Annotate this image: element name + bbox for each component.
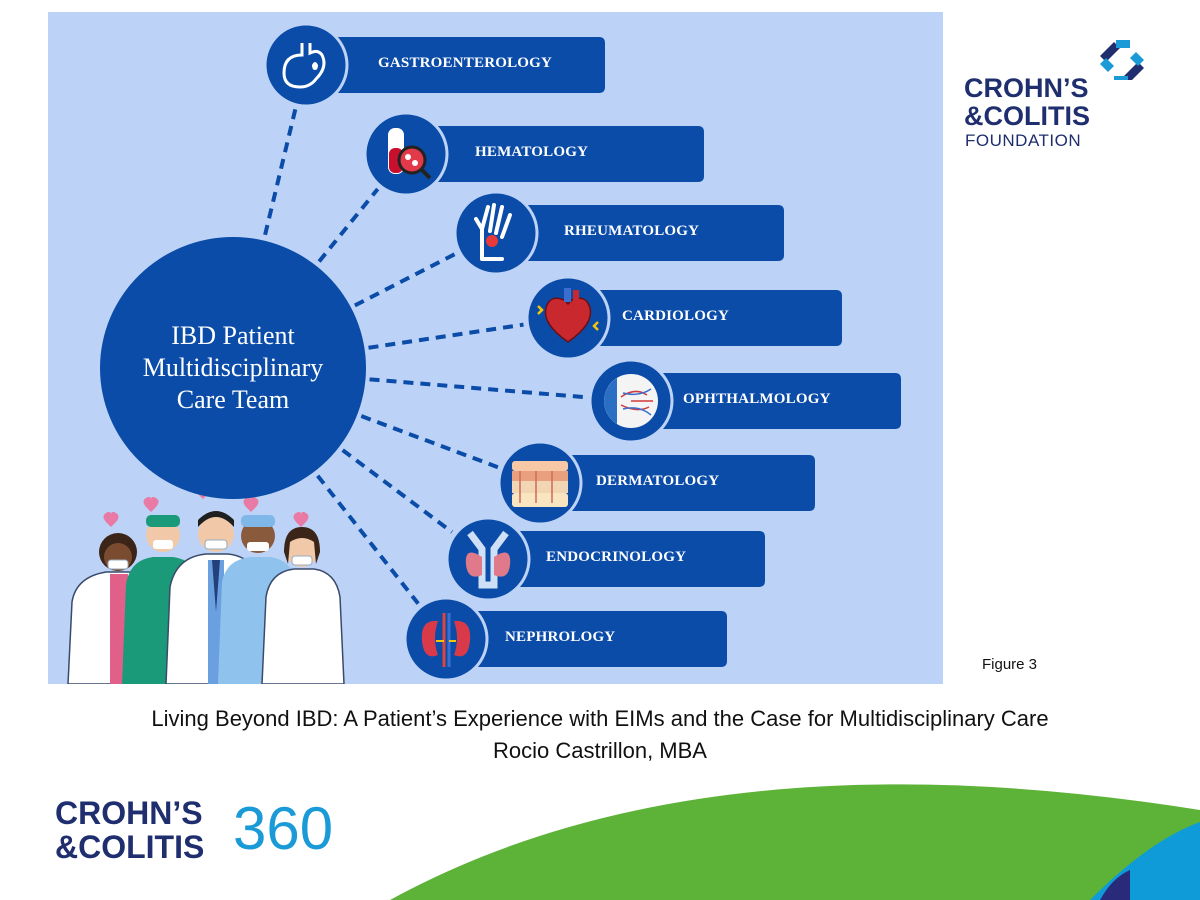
connector-line (369, 377, 587, 400)
specialty-icon-backdrop (271, 30, 341, 100)
logo-colitis-text: &COLITIS (964, 101, 1090, 131)
blood-tube-icon (388, 128, 432, 180)
eye-icon (604, 374, 658, 428)
hand-joint-icon (474, 203, 512, 261)
connector-line (341, 448, 454, 534)
logo-360-text: 360 (233, 795, 334, 862)
logo-foundation-text: FOUNDATION (965, 131, 1082, 150)
logo-colitis-text: &COLITIS (55, 829, 205, 865)
specialty-node (403, 596, 727, 682)
diagram-panel: IBD Patient Multidisciplinary Care Team … (48, 12, 943, 684)
specialty-pill (306, 37, 605, 93)
decorative-swoosh (390, 784, 1200, 900)
specialty-nodes (263, 22, 901, 682)
logo-mark-icon (1100, 40, 1144, 80)
specialty-pill (488, 531, 765, 587)
specialty-node (588, 358, 901, 444)
specialty-node (363, 111, 704, 197)
logo-crohns-text: CROHN’S (55, 795, 203, 831)
specialty-pill (568, 290, 842, 346)
specialty-label: GASTROENTEROLOGY (378, 55, 553, 71)
caption-author: Rocio Castrillon, MBA (493, 738, 707, 763)
hub-title: IBD Patient Multidisciplinary Care Team (142, 321, 324, 414)
diagram-canvas (67, 22, 901, 684)
skin-layers-icon (512, 461, 568, 507)
thyroid-icon (465, 530, 511, 589)
specialty-label: DERMATOLOGY (596, 473, 720, 489)
doctor-figure (261, 527, 345, 684)
connector-lines (263, 108, 587, 605)
connector-line (360, 414, 499, 470)
specialty-label: CARDIOLOGY (622, 308, 730, 324)
heart-icon (537, 288, 599, 343)
specialty-pill (540, 455, 815, 511)
doctors-illustration (67, 483, 345, 684)
figure-label: Figure 3 (982, 656, 1038, 673)
specialty-pill (631, 373, 901, 429)
specialty-label: HEMATOLOGY (475, 144, 589, 160)
stomach-icon (282, 43, 326, 89)
specialty-label: NEPHROLOGY (505, 629, 616, 645)
specialty-node (497, 440, 815, 526)
connector-line (263, 108, 298, 236)
specialty-icon-backdrop (453, 524, 523, 594)
specialty-label: ENDOCRINOLOGY (546, 549, 687, 565)
connector-line (317, 187, 380, 263)
specialty-node (525, 275, 842, 361)
specialty-label: RHEUMATOLOGY (564, 223, 700, 239)
kidney-icon (421, 613, 471, 667)
specialty-icon-backdrop (411, 604, 481, 674)
specialty-node (445, 516, 765, 602)
crohns-colitis-360-logo: CROHN’S &COLITIS 360 (55, 796, 395, 876)
specialty-pill (446, 611, 727, 667)
specialty-pill (496, 205, 784, 261)
connector-line (353, 251, 457, 308)
logo-crohns-text: CROHN’S (964, 73, 1089, 103)
crohns-colitis-foundation-logo: CROHN’S &COLITIS FOUNDATION (964, 40, 1164, 160)
specialty-node (453, 190, 784, 276)
care-team-hub: IBD Patient Multidisciplinary Care Team (100, 237, 366, 499)
caption-title: Living Beyond IBD: A Patient’s Experienc… (151, 706, 1049, 731)
connector-line (368, 322, 524, 350)
specialty-label: OPHTHALMOLOGY (683, 391, 831, 407)
specialty-pill (406, 126, 704, 182)
specialty-node (263, 22, 605, 108)
